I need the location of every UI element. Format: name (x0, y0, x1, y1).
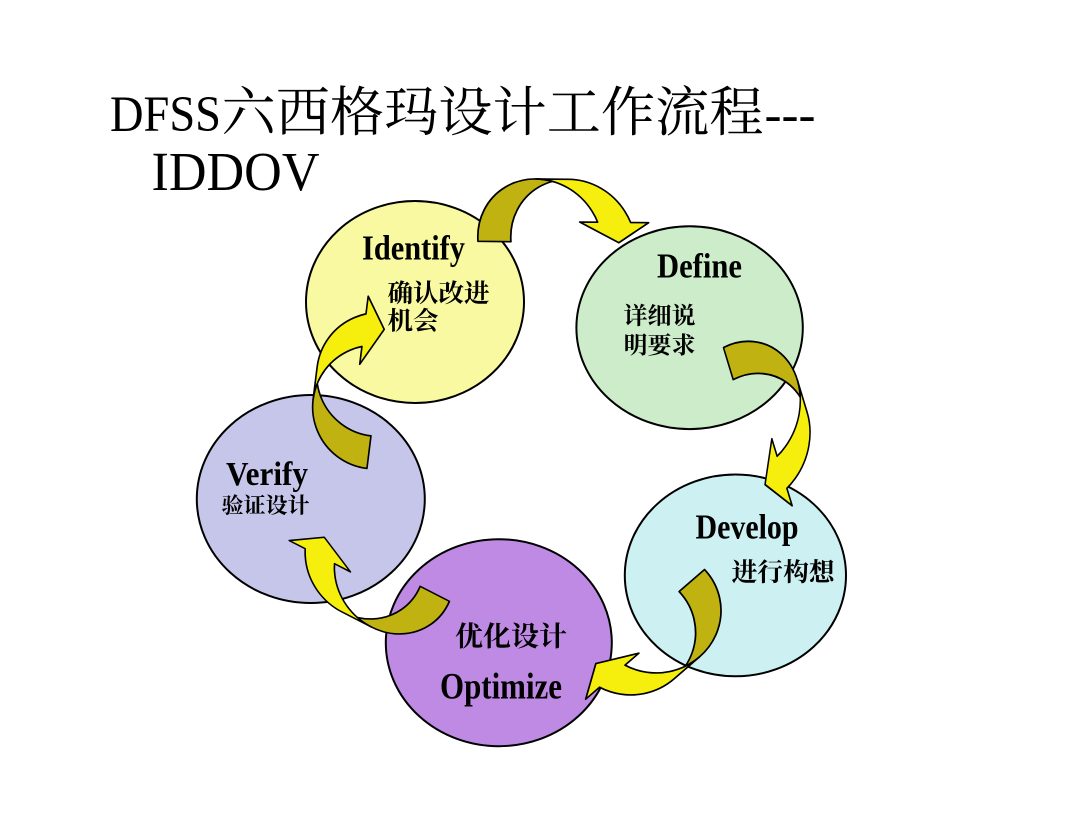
svg-text:Identify: Identify (362, 229, 465, 268)
svg-text:Define: Define (657, 247, 742, 286)
svg-text:Verify: Verify (226, 456, 308, 493)
svg-text:IDDOV: IDDOV (152, 141, 320, 202)
svg-text:Optimize: Optimize (440, 667, 562, 708)
svg-text:Develop: Develop (696, 508, 799, 547)
svg-text:DFSS: DFSS (110, 87, 221, 143)
svg-text:---: --- (765, 87, 816, 143)
